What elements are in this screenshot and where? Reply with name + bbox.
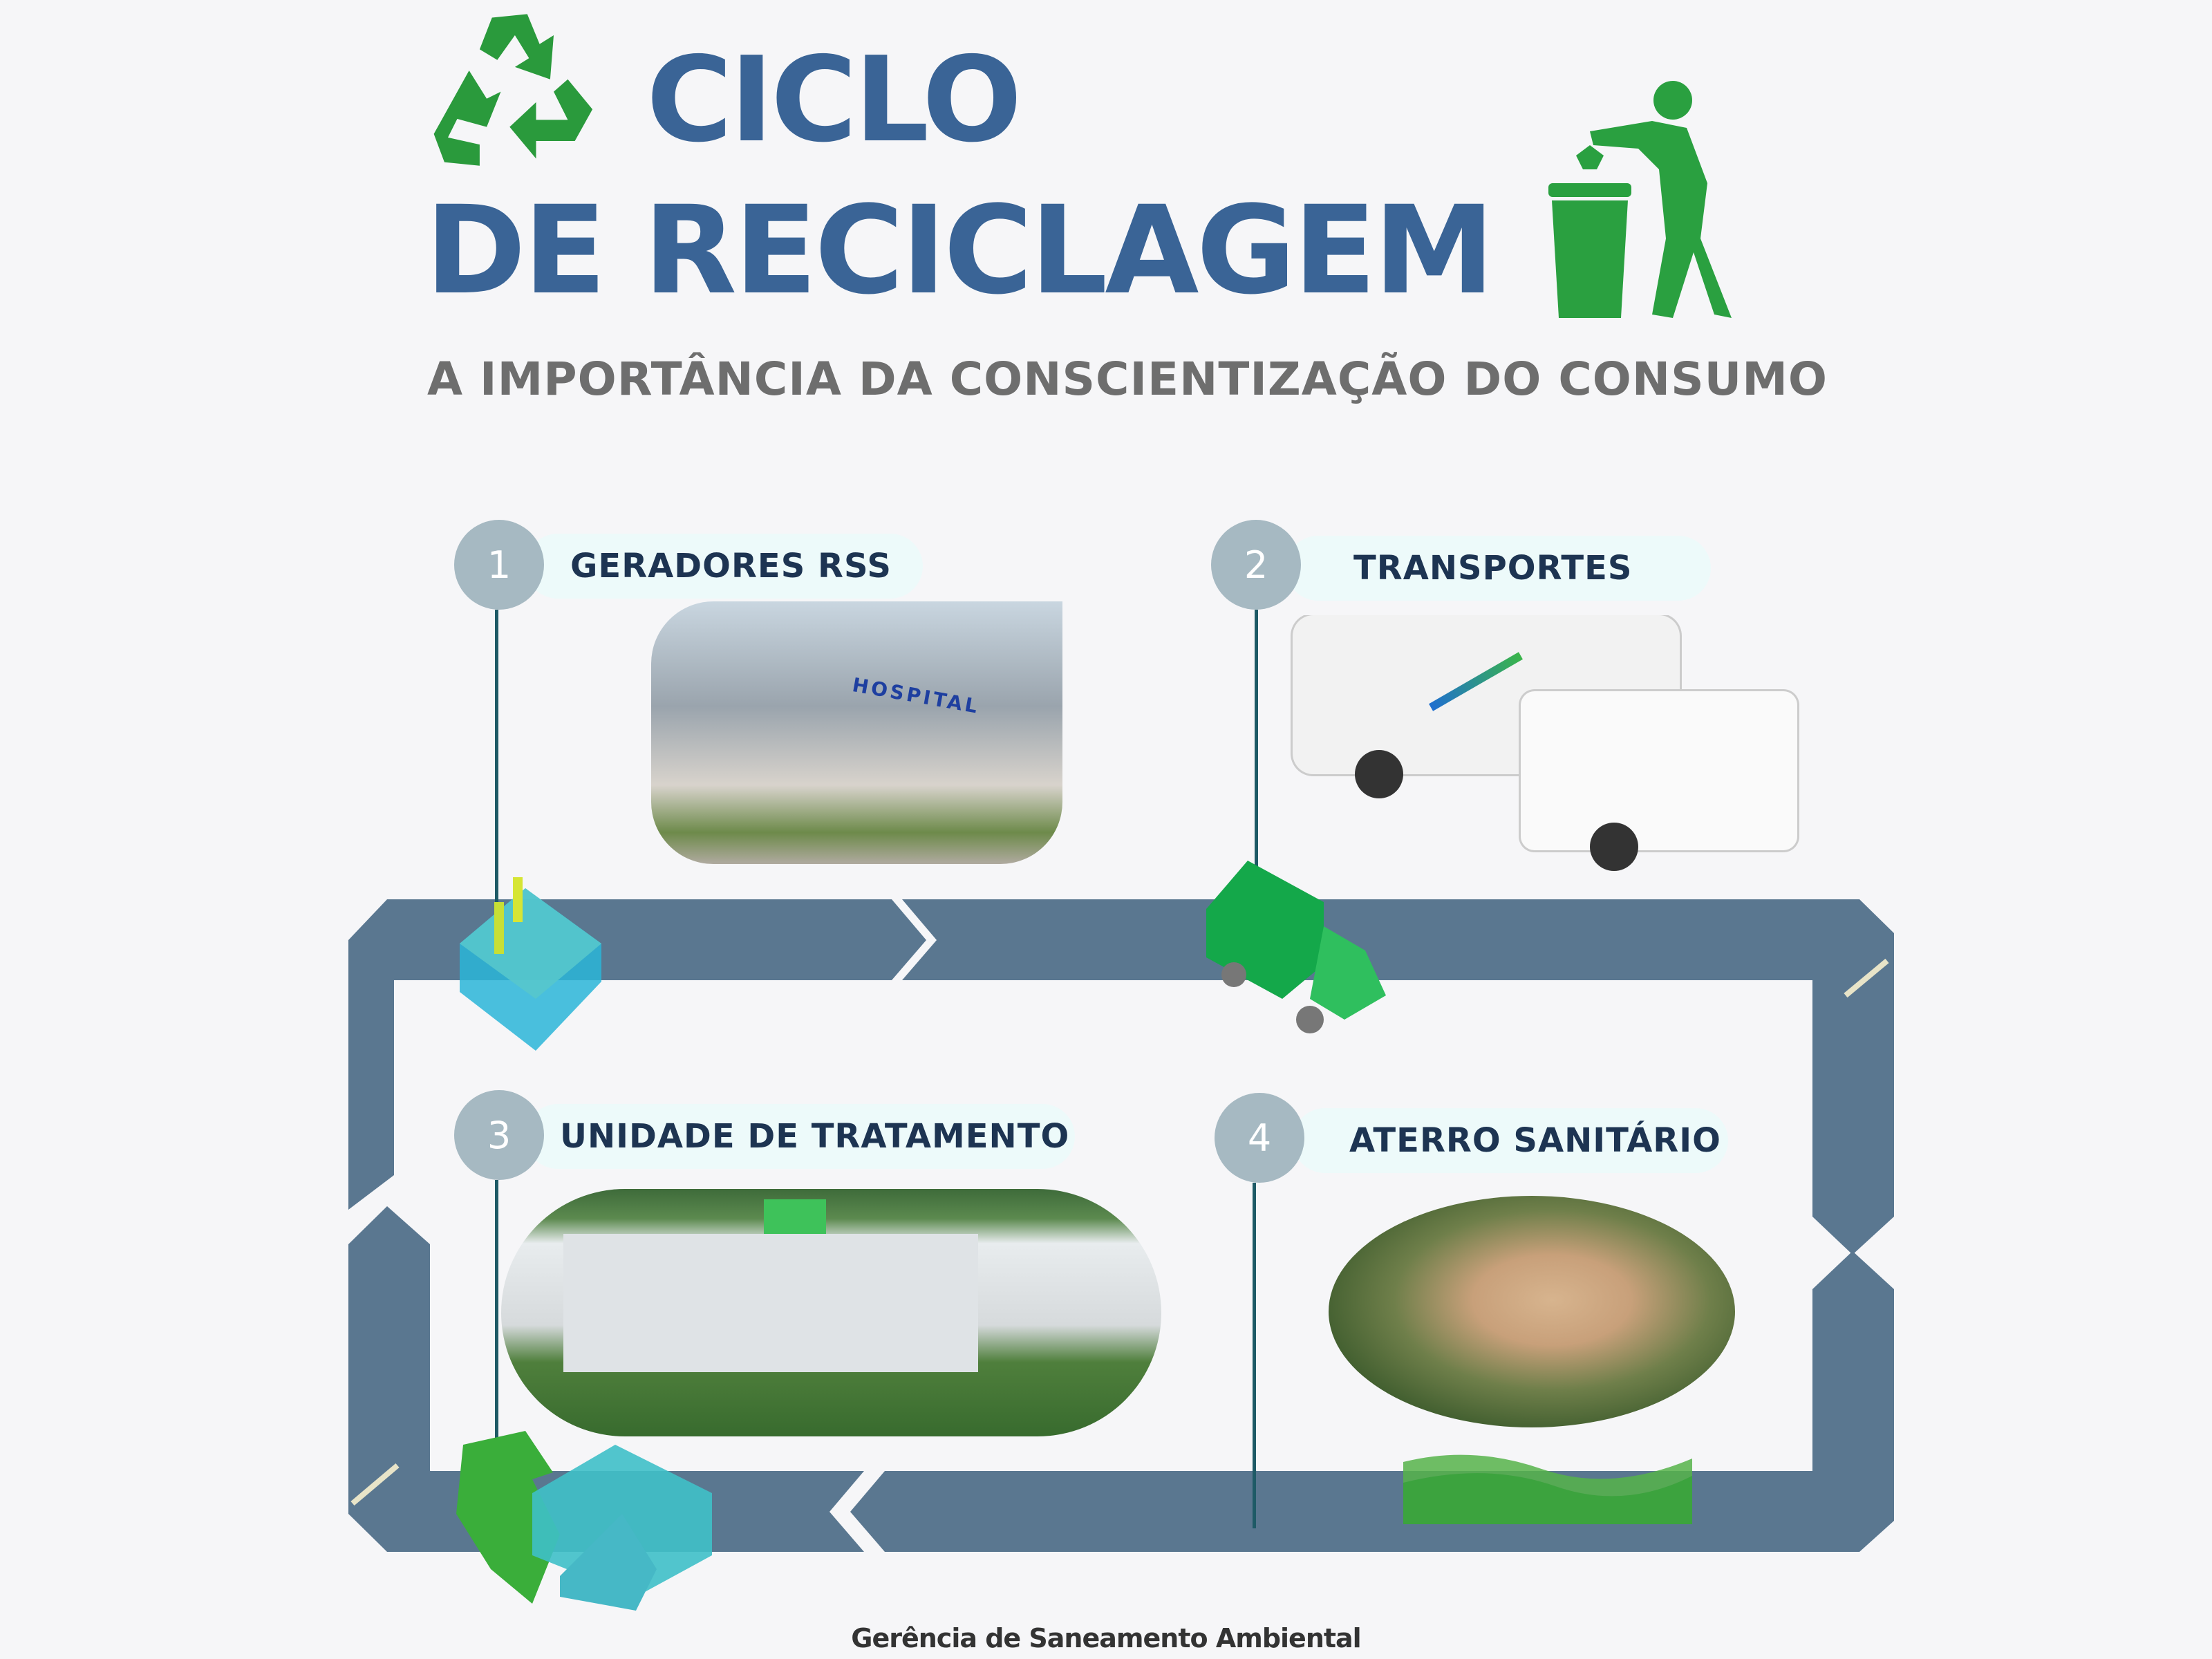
trucks-photo (1286, 615, 1894, 885)
step-3-number-badge: 3 (454, 1090, 544, 1180)
step-2-number-badge: 2 (1211, 520, 1301, 610)
step-4-connector (1253, 1183, 1256, 1528)
landfill-photo (1329, 1196, 1735, 1427)
landfill-hill-icon (1403, 1454, 1692, 1524)
recycle-icon (433, 14, 593, 166)
person-trash-icon (1548, 81, 1732, 318)
step-3-connector (495, 1180, 498, 1470)
loop-bottom-right-segment (850, 1471, 1859, 1552)
step-3-label: UNIDADE DE TRATAMENTO (560, 1117, 1070, 1156)
step-4-label: ATERRO SANITÁRIO (1349, 1121, 1721, 1160)
step-1-number-badge: 1 (454, 520, 544, 610)
step-3-label-pill: UNIDADE DE TRATAMENTO (525, 1104, 1075, 1169)
step-1-label: GERADORES RSS (570, 547, 892, 585)
treatment-unit-photo (501, 1189, 1161, 1436)
step-2-label: TRANSPORTES (1353, 549, 1633, 588)
subtitle: A IMPORTÂNCIA DA CONSCIENTIZAÇÃO DO CONS… (427, 353, 1828, 406)
footer-organization: Gerência de Saneamento Ambiental (851, 1623, 1361, 1653)
step-4-label-pill: ATERRO SANITÁRIO (1293, 1108, 1728, 1173)
hospital-photo: HOSPITAL (651, 601, 1062, 864)
recycling-house-icon (456, 1431, 712, 1611)
step-2-connector (1255, 610, 1258, 872)
step-1-label-pill: GERADORES RSS (525, 534, 923, 599)
step-1-connector (495, 610, 498, 921)
title-line-1: CICLO (646, 32, 1022, 169)
loop-top-right-segment (902, 899, 1894, 1255)
step-2-label-pill: TRANSPORTES (1286, 536, 1711, 601)
factory-icon (460, 877, 601, 1051)
truck-icon (1206, 861, 1386, 1033)
title-line-2: DE RECICLAGEM (425, 180, 1494, 321)
step-4-number-badge: 4 (1215, 1093, 1304, 1183)
